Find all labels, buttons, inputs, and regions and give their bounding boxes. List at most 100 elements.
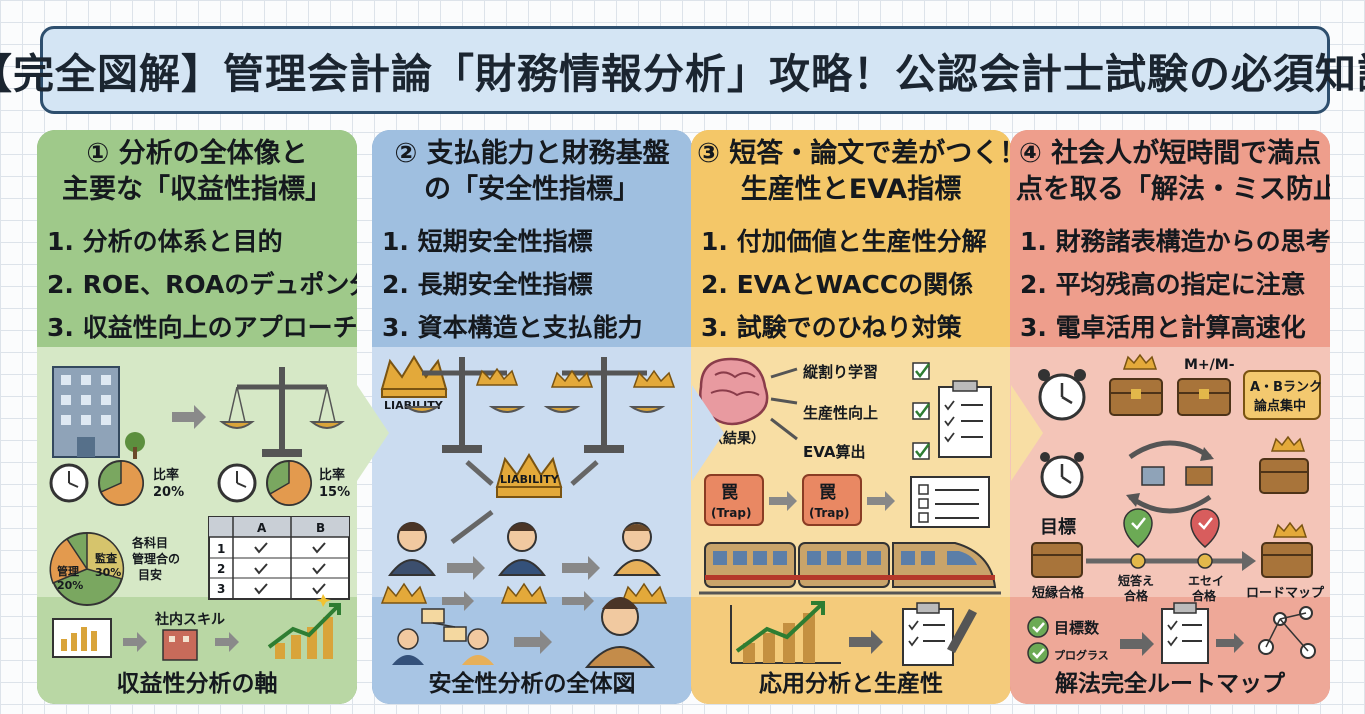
page-title: 【完全図解】管理会計論「財務情報分析」攻略！公認会計士試験の必須知識: [0, 50, 1365, 98]
list-item: 3. 試験でのひねり対策: [701, 313, 962, 342]
panel-footer: 解法完全ルートマップ: [1055, 671, 1285, 697]
arrow-icon: [450, 510, 494, 544]
panel-title-line: 主要な「収益性指標」: [62, 174, 332, 205]
crown-icon: [500, 582, 548, 604]
annotation: 管理合の: [132, 551, 180, 566]
milestone-label: 短縁合格: [1032, 585, 1085, 601]
train-icon: [699, 542, 1001, 595]
table-header: B: [316, 521, 325, 535]
list-item: 1. 分析の体系と目的: [47, 227, 283, 256]
arrow-icon: [562, 591, 594, 611]
ratio-percent: 20%: [153, 485, 184, 500]
panel-header: [372, 130, 692, 347]
crown-icon: [1272, 521, 1308, 538]
rank-label: A・Bランク: [1250, 380, 1322, 395]
cycle-icon: [1126, 440, 1214, 514]
calculator-memory-label: M+/M-: [1184, 357, 1235, 373]
panel-title-line: ② 支払能力と財務基盤: [394, 138, 670, 169]
goal-label: 目標: [1040, 516, 1076, 538]
progress-label: プログラス: [1054, 648, 1109, 662]
panel-items: 1. 短期安全性指標 2. 長期安全性指標 3. 資本構造と支払能力: [382, 220, 686, 349]
table-header: A: [257, 521, 267, 535]
rank-badge: [1243, 370, 1321, 420]
list-item: 2. 長期安全性指標: [382, 270, 593, 299]
panel-title-line: ③ 短答・論文で差がつく！: [697, 138, 1011, 169]
panel-title: ① 分析の全体像と 主要な「収益性指標」: [43, 136, 351, 208]
crown-icon: [1270, 435, 1306, 452]
table-row-number: 2: [217, 562, 225, 576]
arrow-icon: [123, 632, 147, 652]
trap-label: 罠: [721, 483, 738, 503]
ratio-label: 比率: [319, 467, 345, 483]
flow-arrow: [357, 385, 389, 481]
flow-label: 生産性向上: [803, 404, 878, 422]
panel-footer: 応用分析と生産性: [759, 671, 943, 697]
check-circle-icon: [1027, 642, 1049, 664]
panel-items: 1. 付加価値と生産性分解 2. EVAとWACCの関係 3. 試験でのひねり対…: [701, 220, 1005, 349]
crown-icon: [475, 367, 519, 386]
annotation: 各科目: [131, 535, 168, 550]
ratio-percent: 15%: [319, 485, 350, 500]
crown-icon: [495, 453, 563, 498]
panel-items: 1. 財務諸表構造からの思考 2. 平均残高の指定に注意 3. 電卓活用と計算高…: [1020, 220, 1330, 349]
trap-label: (Trap): [809, 506, 849, 520]
check-circle-icon: [1027, 616, 1049, 638]
arrow-icon: [514, 630, 552, 654]
milestone-label: 合格: [1124, 588, 1149, 603]
trap-box-icon: [704, 474, 764, 526]
treasure-chest-icon: [1177, 378, 1231, 416]
panel-title-line: 点を取る「解法・ミス防止」: [1016, 174, 1330, 205]
trap-label: (Trap): [711, 506, 751, 520]
scale-icon: [543, 357, 666, 453]
checkbox-icon: [912, 362, 930, 380]
milestone-label: ロードマップ: [1246, 586, 1325, 601]
panel-profitability: ① 分析の全体像と 主要な「収益性指標」 1. 分析の体系と目的 2. ROE、…: [37, 130, 357, 704]
ratio-label: 比率: [153, 467, 179, 483]
panel-title-line: の「安全性指標」: [424, 174, 640, 205]
arrow-icon: [769, 491, 797, 511]
person-icon: [498, 522, 546, 576]
rank-label: 論点集中: [1254, 398, 1306, 414]
productivity-illustration: （結果） 縦割り学習 生産性向上 EVA算出 罠 (Trap) 罠 (Trap): [699, 357, 1001, 666]
panel-title-line: ① 分析の全体像と: [86, 138, 308, 169]
profitability-illustration: 比率 20% 比率 15% 監査 30% 管理 20% 各科目 管理合の 目安 …: [49, 366, 350, 661]
list-item: 3. 資本構造と支払能力: [382, 313, 643, 342]
network-diagram-icon: [1258, 606, 1316, 659]
panel-title: ② 支払能力と財務基盤 の「安全性指標」: [378, 136, 686, 208]
treasure-chest-icon: [1109, 378, 1163, 416]
panel-footer: 安全性分析の全体図: [428, 671, 636, 697]
arrow-icon: [172, 405, 206, 429]
pie-label: 管理: [57, 564, 79, 578]
location-pin-icon: [1190, 508, 1220, 548]
growth-chart-icon: [267, 594, 341, 659]
arrow-icon: [562, 556, 600, 580]
list-item: 1. 財務諸表構造からの思考: [1020, 227, 1330, 256]
pie-chart-icon: [266, 460, 312, 506]
list-item: 3. 収益性向上のアプローチ: [47, 313, 357, 342]
arrow-icon: [1216, 633, 1244, 653]
list-item: 2. EVAとWACCの関係: [701, 270, 974, 299]
list-item: 1. 付加価値と生産性分解: [701, 227, 987, 256]
pie-label: 20%: [57, 579, 83, 592]
clipboard-icon: [902, 602, 977, 666]
arrow-icon: [215, 632, 239, 652]
table-row-number: 1: [217, 542, 225, 556]
treasure-chest-icon: [1031, 542, 1083, 578]
crown-icon: [632, 369, 676, 388]
arrow-icon: [1120, 632, 1154, 656]
trap-label: 罠: [819, 483, 836, 503]
milestone-label: 短答え: [1118, 573, 1154, 588]
clock-icon: [217, 463, 257, 503]
panel-safety: ② 支払能力と財務基盤 の「安全性指標」 1. 短期安全性指標 2. 長期安全性…: [372, 130, 692, 704]
panel-header: [1010, 130, 1330, 347]
panel-items: 1. 分析の体系と目的 2. ROE、ROAのデュポン分解 3. 収益性向上のア…: [47, 220, 357, 349]
goal-count-label: 目標数: [1054, 619, 1100, 637]
roadmap-line: [1086, 551, 1256, 571]
skill-label: 社内スキル: [154, 611, 225, 628]
pie-chart-icon: [49, 532, 125, 606]
person-icon: [613, 522, 661, 576]
alarm-clock-icon: [1040, 452, 1084, 499]
panel-footer: 収益性分析の軸: [116, 671, 278, 697]
person-icon: [584, 597, 656, 668]
checklist-icon: [938, 380, 992, 458]
